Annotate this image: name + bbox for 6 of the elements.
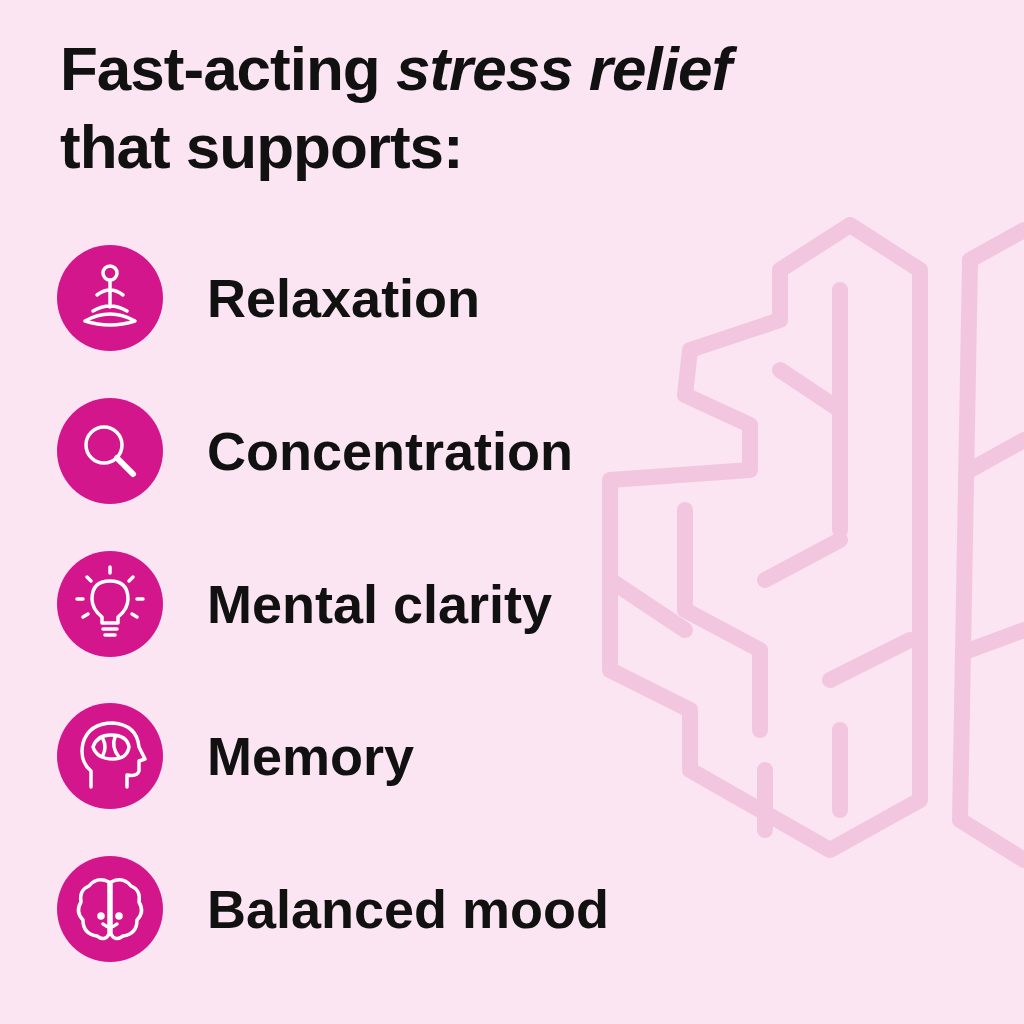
benefit-text: Relaxation — [207, 267, 481, 329]
benefit-text: Memory — [207, 725, 415, 787]
heading: Fast-acting stress relief that supports: — [60, 30, 760, 186]
benefit-text: Balanced mood — [207, 878, 610, 940]
benefit-text: Mental clarity — [207, 573, 553, 635]
benefit-text: Concentration — [207, 420, 573, 482]
